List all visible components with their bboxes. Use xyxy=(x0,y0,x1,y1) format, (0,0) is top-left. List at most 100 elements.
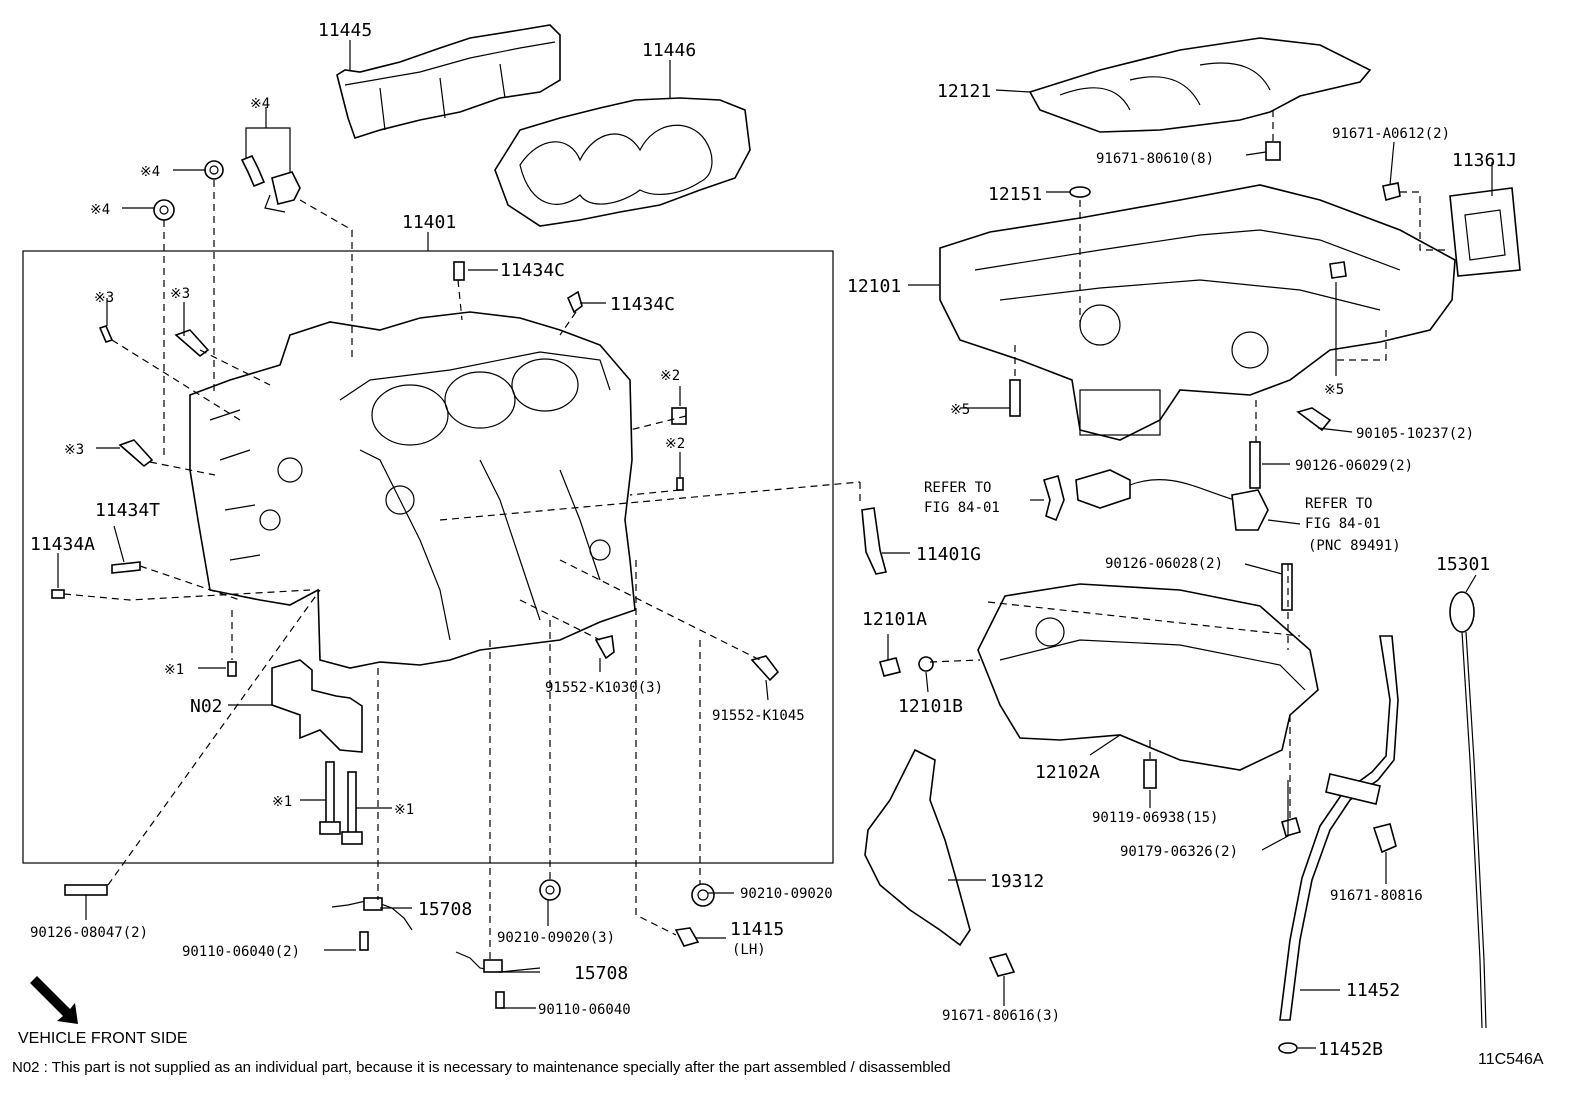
part-11434A-pin[interactable] xyxy=(51,589,65,599)
label-m1-c: ※1 xyxy=(394,802,414,818)
part-91552-K1030[interactable] xyxy=(594,635,615,660)
part-oil-level-sensor[interactable] xyxy=(1075,469,1269,531)
part-11434C-b[interactable] xyxy=(566,290,583,314)
label-11445: 11445 xyxy=(318,20,372,41)
label-m5-a: ※5 xyxy=(950,402,970,418)
vehicle-front-arrow-icon xyxy=(30,976,78,1024)
label-m3-c: ※3 xyxy=(64,442,84,458)
label-90126-08047: 90126-08047(2) xyxy=(30,925,148,941)
label-90210-09020-3: 90210-09020(3) xyxy=(497,930,615,946)
part-90105-10237[interactable] xyxy=(1296,407,1332,432)
part-12121-baffle[interactable] xyxy=(1028,37,1372,133)
label-90126-06028: 90126-06028(2) xyxy=(1105,556,1223,572)
leader-lines xyxy=(57,40,1493,1049)
dashed-alignment-lines xyxy=(63,110,1450,960)
part-m4-washer-a[interactable] xyxy=(204,160,224,180)
label-15301: 15301 xyxy=(1436,554,1490,575)
part-90126-06028[interactable] xyxy=(1281,563,1293,611)
part-m4-washer-b[interactable] xyxy=(153,199,175,221)
label-11446: 11446 xyxy=(642,40,696,61)
label-12102A: 12102A xyxy=(1035,762,1100,783)
label-m5-b: ※5 xyxy=(1324,382,1344,398)
footnote-n02: N02 : This part is not supplied as an in… xyxy=(12,1059,951,1076)
part-m1-dowel[interactable] xyxy=(227,661,237,677)
label-fig-84-01-1: FIG 84-01 xyxy=(924,500,1000,516)
label-11415-lh: (LH) xyxy=(732,942,766,958)
part-11361J-plate[interactable] xyxy=(1449,187,1521,277)
part-11452-dipstick-guide[interactable] xyxy=(1279,635,1399,1021)
part-91671-80816[interactable] xyxy=(1372,823,1397,854)
part-11434C-a[interactable] xyxy=(453,261,465,281)
part-m3-bolt-b[interactable] xyxy=(118,439,154,468)
label-19312: 19312 xyxy=(990,871,1044,892)
part-m2-pin[interactable] xyxy=(676,477,684,491)
part-15708-b[interactable] xyxy=(455,951,541,973)
label-pnc-89491: (PNC 89491) xyxy=(1308,538,1401,554)
part-m5-nut[interactable] xyxy=(1329,261,1347,279)
part-12102A-oil-pan-lower[interactable] xyxy=(977,583,1319,771)
label-91552-K1030: 91552-K1030(3) xyxy=(545,680,663,696)
label-91671-80616: 91671-80616(3) xyxy=(942,1008,1060,1024)
label-11452: 11452 xyxy=(1346,980,1400,1001)
part-m4-bolt[interactable] xyxy=(240,154,266,188)
label-m1-b: ※1 xyxy=(272,794,292,810)
label-m3-b: ※3 xyxy=(170,286,190,302)
part-11401G[interactable] xyxy=(861,507,887,575)
part-12151-oring[interactable] xyxy=(1069,186,1091,198)
part-91671-80616[interactable] xyxy=(988,953,1016,977)
part-12101A[interactable] xyxy=(879,657,901,677)
part-m3-bolt-a[interactable] xyxy=(174,329,210,358)
label-90110-06040-2: 90110-06040(2) xyxy=(182,944,300,960)
part-11401-cylinder-block[interactable] xyxy=(189,311,636,669)
part-m1-bolts[interactable] xyxy=(319,761,363,845)
part-11446-gasket[interactable] xyxy=(494,97,751,227)
part-90110-06040-2[interactable] xyxy=(359,931,369,951)
label-90110-06040: 90110-06040 xyxy=(538,1002,631,1018)
label-90126-06029: 90126-06029(2) xyxy=(1295,458,1413,474)
part-90210-09020[interactable] xyxy=(691,883,715,907)
part-sensor-gasket[interactable] xyxy=(1043,475,1065,522)
label-12151: 12151 xyxy=(988,184,1042,205)
label-m4-b: ※4 xyxy=(140,164,160,180)
vehicle-front-side-label: VEHICLE FRONT SIDE xyxy=(18,1030,188,1047)
part-15708-a[interactable] xyxy=(331,897,413,931)
part-90126-06029[interactable] xyxy=(1249,441,1261,489)
part-m3-pin[interactable] xyxy=(98,325,114,343)
part-m4-fitting[interactable] xyxy=(264,171,301,213)
figure-code: 11C546A xyxy=(1478,1051,1544,1068)
label-91552-K1045: 91552-K1045 xyxy=(712,708,805,724)
part-19312-bracket[interactable] xyxy=(864,748,971,947)
label-91671-A0612: 91671-A0612(2) xyxy=(1332,126,1450,142)
part-m5-bolt-a[interactable] xyxy=(1009,379,1021,417)
part-90126-08047[interactable] xyxy=(64,884,108,896)
label-15708-b: 15708 xyxy=(574,963,628,984)
label-refer-to-2: REFER TO xyxy=(1305,496,1372,512)
label-refer-to-1: REFER TO xyxy=(924,480,991,496)
part-91671-A0612[interactable] xyxy=(1382,182,1401,202)
label-m1-a: ※1 xyxy=(164,662,184,678)
label-11415: 11415 xyxy=(730,919,784,940)
part-11452B-oring[interactable] xyxy=(1278,1042,1298,1054)
label-m2-a: ※2 xyxy=(660,368,680,384)
part-12101B[interactable] xyxy=(918,656,934,672)
part-90119-06938[interactable] xyxy=(1143,759,1157,789)
part-15301-dipstick[interactable] xyxy=(1449,591,1487,1029)
part-91671-80610[interactable] xyxy=(1265,141,1281,161)
part-11434T-pin[interactable] xyxy=(111,561,141,574)
part-90179-06326[interactable] xyxy=(1281,817,1301,837)
part-12101-oil-pan-upper[interactable] xyxy=(939,184,1456,441)
label-91671-80610: 91671-80610(8) xyxy=(1096,151,1214,167)
label-15708-a: 15708 xyxy=(418,899,472,920)
label-m3-a: ※3 xyxy=(94,290,114,306)
part-90210-09020-3[interactable] xyxy=(539,879,561,901)
label-12101: 12101 xyxy=(847,276,901,297)
part-90110-06040[interactable] xyxy=(495,991,505,1009)
part-11415[interactable] xyxy=(674,927,700,947)
part-N02-bearing-cap[interactable] xyxy=(271,659,363,753)
label-11434C-b: 11434C xyxy=(610,294,675,315)
part-91552-K1045[interactable] xyxy=(750,655,780,682)
part-11445-cover[interactable] xyxy=(336,24,561,139)
label-11452B: 11452B xyxy=(1318,1039,1383,1060)
label-90119-06938: 90119-06938(15) xyxy=(1092,810,1218,826)
